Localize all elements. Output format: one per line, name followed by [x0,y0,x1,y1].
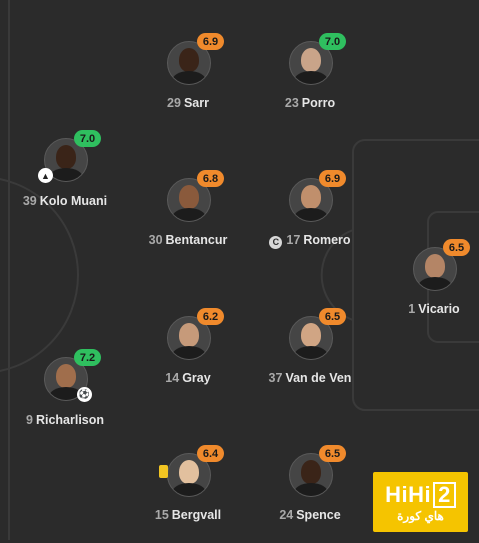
rating-badge: 6.9 [319,170,346,187]
rating-badge: 6.5 [443,239,470,256]
yellow-card-icon [159,465,168,478]
captain-icon: C [269,235,283,249]
boot-icon: ▲ [38,168,53,183]
rating-badge: 6.4 [197,445,224,462]
rating-badge: 6.8 [197,170,224,187]
rating-badge: 6.5 [319,308,346,325]
rating-badge: 6.5 [319,445,346,462]
logo-subtitle: هاي كورة [397,508,444,523]
player-photo [167,41,211,85]
ball-icon: ⚽ [77,387,92,402]
rating-badge: 7.2 [74,349,101,366]
rating-badge: 7.0 [319,33,346,50]
rating-badge: 6.9 [197,33,224,50]
rating-badge: 7.0 [74,130,101,147]
rating-badge: 6.2 [197,308,224,325]
player-photo [289,453,333,497]
player-photo [289,41,333,85]
